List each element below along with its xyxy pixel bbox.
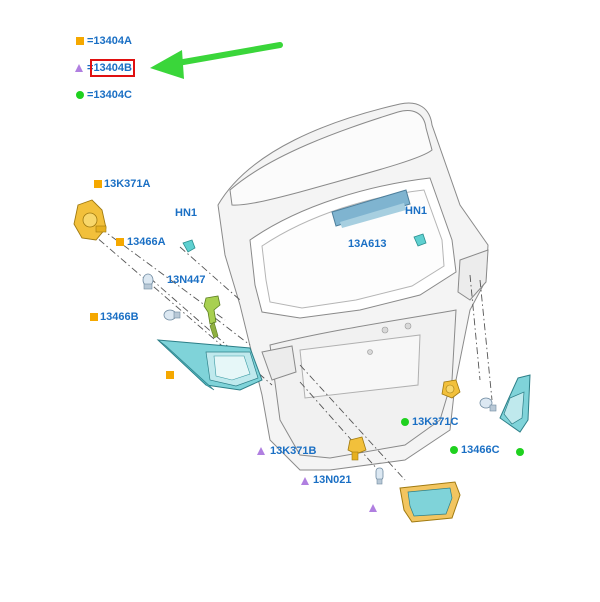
bulb-socket-13k371a: [73, 199, 107, 241]
label-13k371c: 13K371C: [412, 416, 459, 428]
label-13k371a: 13K371A: [104, 178, 151, 190]
label-13466c: 13466C: [461, 444, 500, 456]
marker-triangle-inner-lamp: [369, 504, 377, 512]
legend-triangle-marker: [75, 64, 83, 72]
legend-square-marker: [76, 37, 84, 45]
marker-circle-13466c: [450, 446, 458, 454]
marker-triangle-13k371b: [257, 447, 265, 455]
marker-circle-right-lamp: [516, 448, 524, 456]
legend-13404b: =13404B: [87, 59, 135, 77]
label-13n021: 13N021: [313, 474, 352, 486]
label-13466a: 13466A: [127, 236, 166, 248]
right-outer-tail-lamp: [499, 374, 531, 433]
hn1-clip-left: [182, 239, 196, 253]
bulb-13466c: [479, 397, 497, 412]
marker-square-13k371a: [94, 180, 102, 188]
label-13k371b: 13K371B: [270, 445, 317, 457]
legend-13404a: =13404A: [87, 35, 132, 47]
bulb-socket-13k371c: [441, 379, 461, 399]
tailgate-holes: [367, 322, 412, 355]
marker-triangle-13n021: [301, 477, 309, 485]
marker-square-outer-lamp: [166, 371, 174, 379]
tailgate-body: [217, 102, 489, 471]
highlighted-part-number: 13404B: [90, 59, 135, 77]
label-13466b: 13466B: [100, 311, 139, 323]
left-outer-tail-lamp: [156, 339, 263, 391]
high-mount-stop-lamp: [331, 189, 411, 228]
bulb-13n021: [375, 467, 384, 485]
label-hn1-right: HN1: [405, 205, 428, 217]
pointer-arrow-icon: [150, 42, 283, 79]
bulb-socket-13k371b: [347, 436, 367, 461]
connector-13n447: [203, 295, 221, 339]
inner-tail-lamp: [399, 481, 461, 523]
label-hn1-left: HN1: [175, 207, 198, 219]
marker-square-13466b: [90, 313, 98, 321]
hn1-clip-right: [413, 233, 427, 247]
bulb-13466a: [142, 273, 154, 290]
marker-square-13466a: [116, 238, 124, 246]
legend-13404c: =13404C: [87, 89, 132, 101]
label-13n447: 13N447: [167, 274, 206, 286]
label-13a613: 13A613: [348, 238, 387, 250]
marker-circle-13k371c: [401, 418, 409, 426]
legend-circle-marker: [76, 91, 84, 99]
bulb-13466b: [163, 309, 181, 321]
